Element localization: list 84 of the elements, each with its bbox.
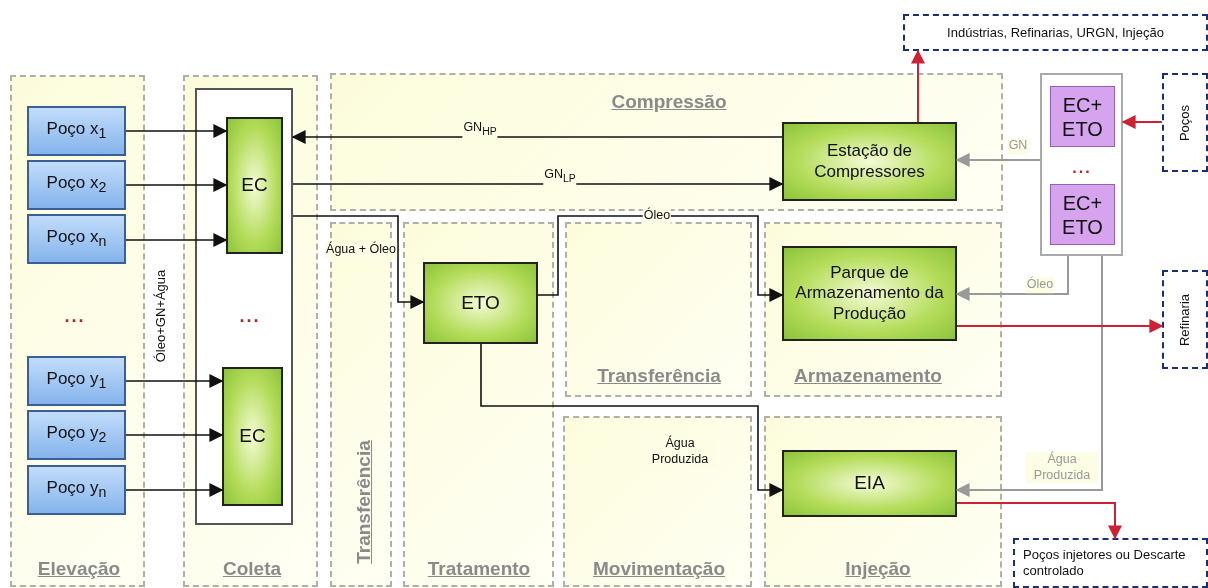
well-box [27, 465, 126, 515]
node-label: EC+ ETO [1061, 92, 1104, 141]
group-frame [195, 88, 293, 525]
node-label: Poço y$_{2}$ [46, 423, 107, 447]
destination-box [1162, 270, 1208, 369]
stage-heading: Movimentação [593, 558, 725, 580]
stage-panel [764, 222, 1002, 397]
flow-arrow [125, 428, 224, 442]
stage-heading: Elevação [37, 558, 121, 580]
edge-label: Óleo [642, 208, 672, 224]
flow-arrow [125, 178, 228, 192]
well-box [27, 214, 126, 264]
edge-label: Óleo [1025, 277, 1055, 293]
ellipsis-mark: ... [64, 305, 86, 327]
process-box [782, 450, 957, 517]
node-label: Poço x$_{1}$ [46, 119, 107, 143]
stage-heading: Injeção [845, 558, 911, 580]
stage-heading: Transferência [353, 440, 375, 564]
flow-arrow [292, 177, 784, 191]
node-label: EIA [854, 472, 885, 495]
destination-box [1162, 73, 1208, 172]
stage-heading: Transferência [597, 365, 721, 387]
flow-arrow [955, 255, 1103, 497]
destination-label: Indústrias, Refinarias, URGN, Injeção [947, 24, 1164, 41]
flow-arrow [956, 319, 1164, 333]
process-box [423, 262, 538, 344]
flow-arrow [291, 130, 783, 144]
edge-label: GN$_{LP}$ [543, 167, 577, 185]
node-label: Poço x$_{2}$ [46, 173, 107, 197]
unit-box [1050, 86, 1115, 147]
edge-label: Água + Óleo [325, 242, 397, 258]
node-label: Poço x$_{n}$ [46, 227, 107, 251]
edge-label: Água Produzida [644, 436, 716, 468]
flow-arrow [125, 124, 228, 138]
stage-heading: Compressão [611, 91, 727, 113]
stage-panel [183, 75, 318, 587]
flow-arrow [292, 215, 425, 309]
flow-arrow [955, 153, 1041, 167]
flow-note: Óleo+GN+Água [152, 269, 168, 363]
edge-label: Água Produzida [1026, 452, 1098, 484]
stage-panel [10, 75, 145, 587]
edge-label: GN$_{HP}$ [462, 120, 498, 138]
node-label: Estação de Compressores [813, 141, 926, 182]
destination-box [903, 14, 1208, 51]
stage-panel [403, 222, 554, 587]
well-box [27, 356, 126, 406]
process-box [226, 117, 283, 254]
destination-label: Poços [1177, 104, 1193, 141]
node-label: EC+ ETO [1061, 190, 1104, 239]
flow-arrow [911, 49, 925, 123]
node-label: EC [241, 174, 268, 197]
flow-arrow [1121, 115, 1163, 129]
destination-label: Refinaria [1177, 293, 1193, 346]
destination-box [1013, 538, 1208, 588]
process-box [222, 367, 283, 506]
well-box [27, 410, 126, 460]
process-box [782, 246, 957, 341]
edge-label: GN [1007, 138, 1029, 154]
flow-arrow [125, 233, 228, 247]
node-label: Parque de Armazenamento da Produção [794, 262, 945, 325]
flow-arrow [956, 502, 1122, 540]
node-label: ETO [461, 291, 500, 315]
well-box [27, 106, 126, 156]
flow-arrow [955, 255, 1069, 301]
ellipsis-mark: ... [239, 305, 261, 327]
process-box [782, 122, 957, 201]
flow-arrow [125, 483, 224, 497]
stage-heading: Tratamento [427, 558, 531, 580]
destination-label: Poços injetores ou Descarte controlado [1023, 546, 1187, 580]
stage-panel [565, 222, 752, 397]
stage-panel [563, 416, 752, 587]
group-frame [1040, 73, 1123, 256]
node-label: Poço y$_{n}$ [46, 478, 107, 502]
stage-heading: Coleta [222, 558, 282, 580]
flow-arrow [125, 374, 224, 388]
stage-heading: Armazenamento [794, 365, 942, 387]
flow-arrow [537, 215, 784, 302]
well-box [27, 160, 126, 210]
stage-panel [764, 416, 1002, 587]
node-label: EC [239, 425, 266, 448]
flow-arrow [480, 343, 784, 497]
unit-box [1050, 184, 1115, 245]
node-label: Poço y$_{1}$ [46, 369, 107, 393]
ellipsis-mark: ... [1072, 159, 1092, 177]
